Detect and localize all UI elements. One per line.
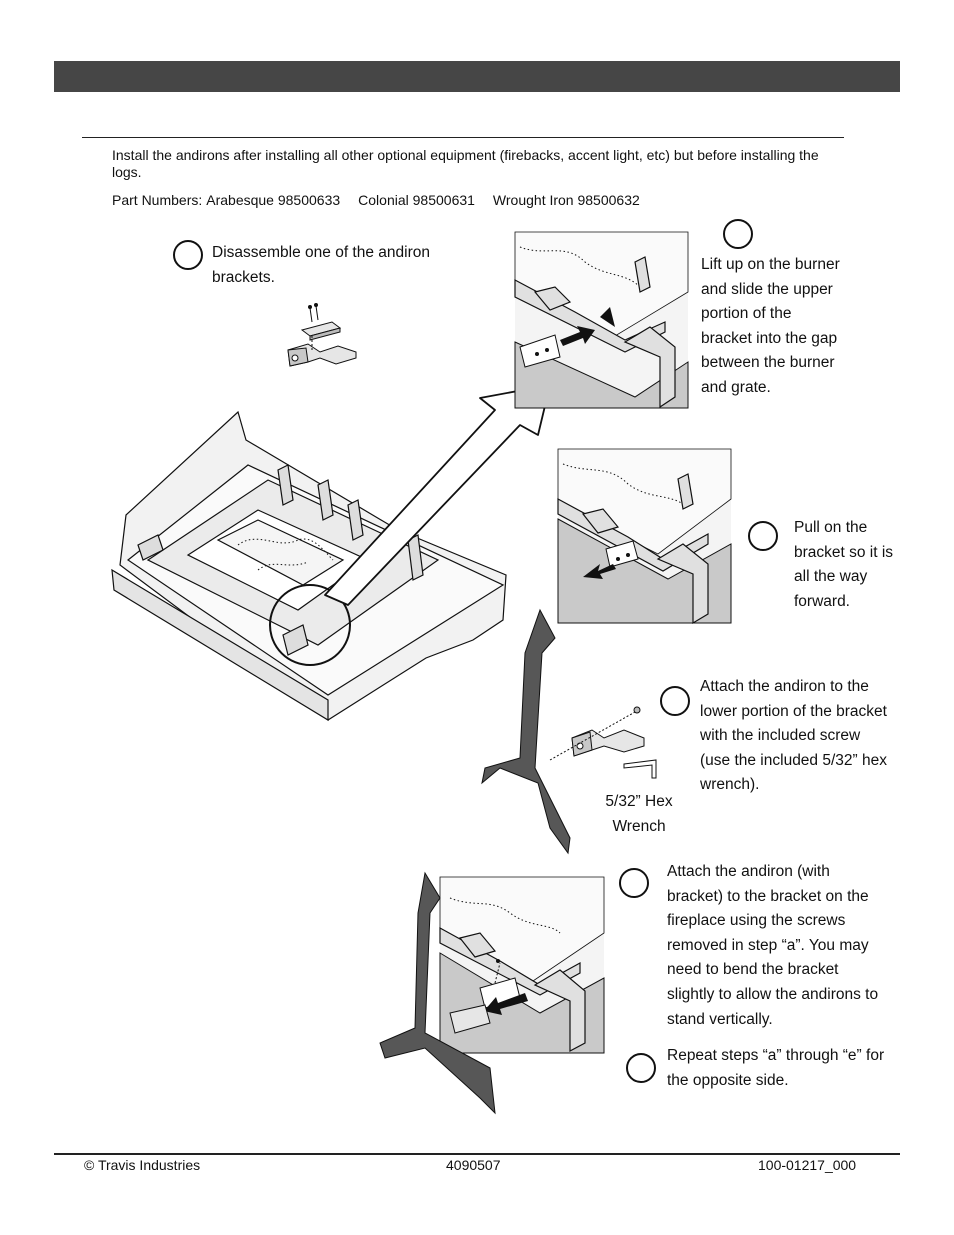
step-b-illustration bbox=[514, 231, 689, 409]
intro-text: Install the andirons after installing al… bbox=[112, 147, 819, 180]
step-d-text: Attach the andiron to the lower portion … bbox=[700, 678, 887, 794]
step-c-text: Pull on the bracket so it is all the way… bbox=[794, 519, 894, 610]
part-numbers-label: Part Numbers: bbox=[112, 192, 203, 208]
step-d-marker bbox=[660, 686, 690, 716]
header-bar bbox=[54, 61, 900, 92]
fireplace-grate-illustration bbox=[111, 410, 507, 722]
step-c-marker bbox=[748, 521, 778, 551]
step-f-marker bbox=[626, 1053, 656, 1083]
step-d-bracket-illustration bbox=[549, 706, 657, 779]
step-f-text: Repeat steps “a” through “e” for the opp… bbox=[667, 1047, 885, 1089]
andiron-illustration bbox=[481, 608, 571, 855]
step-b-marker bbox=[723, 219, 753, 249]
part-number-colonial: Colonial 98500631 bbox=[358, 192, 475, 208]
step-e-illustration bbox=[379, 871, 605, 1115]
hex-wrench-label: 5/32” Hex Wrench bbox=[605, 793, 673, 835]
footer-copyright: © Travis Industries bbox=[84, 1157, 201, 1173]
step-e-marker bbox=[619, 868, 649, 898]
step-e-text: Attach the andiron (with bracket) to the… bbox=[667, 863, 879, 1028]
footer-document-number: 4090507 bbox=[446, 1157, 501, 1173]
step-a-text: Disassemble one of the andiron brackets. bbox=[212, 244, 430, 286]
detail-callout-arrow bbox=[324, 384, 551, 606]
step-c-illustration bbox=[557, 448, 732, 625]
section-divider bbox=[82, 137, 844, 138]
bracket-disassembled-illustration bbox=[287, 303, 357, 367]
part-number-wrought-iron: Wrought Iron 98500632 bbox=[492, 192, 640, 208]
footer-divider bbox=[54, 1153, 900, 1155]
step-b-text: Lift up on the burner and slide the uppe… bbox=[701, 256, 840, 396]
part-numbers: Part Numbers:Arabesque 98500633 Colonial … bbox=[112, 192, 658, 208]
step-a-marker bbox=[173, 240, 203, 270]
footer-part-number: 100-01217_000 bbox=[758, 1157, 857, 1173]
part-number-arabesque: Arabesque 98500633 bbox=[206, 192, 341, 208]
